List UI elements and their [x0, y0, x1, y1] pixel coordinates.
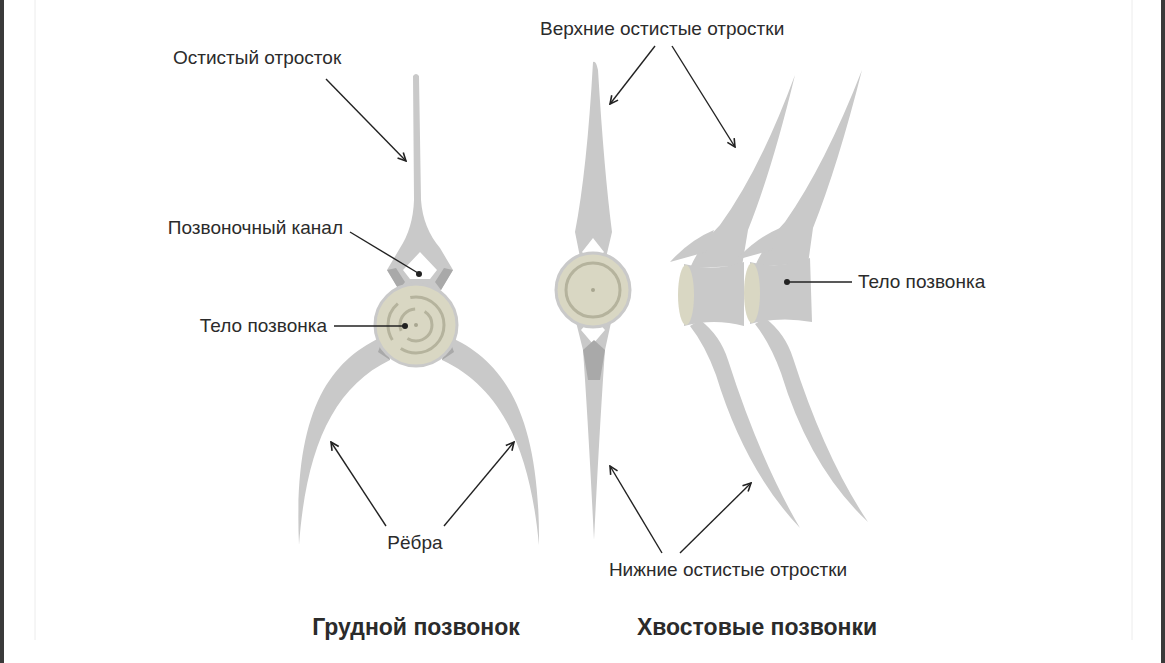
caudal-vertebra-front [556, 62, 630, 540]
frame-line [35, 0, 36, 640]
leader-line [610, 46, 655, 104]
part-label: Остистый отросток [173, 47, 341, 70]
growth-ring [388, 297, 444, 353]
growth-ring [400, 309, 432, 341]
lower-spine [755, 318, 868, 522]
frame-edge [0, 0, 4, 663]
part-label: Тело позвонка [858, 271, 985, 294]
vertebral-body [375, 284, 457, 366]
leader-line [610, 466, 662, 553]
spinous-process [387, 74, 453, 290]
part-label: Рёбра [387, 532, 442, 555]
zygapophysis [670, 230, 714, 262]
frame-line [1132, 0, 1133, 640]
spine-shadow [583, 340, 605, 380]
leader-line [350, 232, 418, 273]
leader-lines [326, 46, 852, 553]
figure-caption: Хвостовые позвонки [637, 614, 877, 642]
upper-spine [575, 62, 612, 262]
leader-dot [784, 279, 790, 285]
rib [298, 336, 390, 545]
caudal-vertebra-side [736, 70, 868, 522]
growth-ring [566, 263, 620, 317]
part-label: Верхние остистые отростки [540, 18, 784, 41]
leader-line [680, 483, 751, 553]
part-label: Тело позвонка [200, 315, 327, 338]
body-center [414, 323, 418, 327]
figure-caption: Грудной позвонок [312, 614, 520, 642]
leader-line [334, 325, 404, 326]
leader-dot [416, 271, 422, 277]
lower-spine [575, 318, 612, 540]
zygapophysis [736, 228, 780, 260]
body-face [678, 265, 694, 325]
body-face [744, 263, 760, 323]
leader-dot [402, 323, 408, 329]
rib [442, 336, 539, 545]
part-label: Нижние остистые отростки [609, 559, 847, 582]
body-center [591, 288, 595, 292]
frame-edge [1161, 0, 1165, 663]
part-label: Позвоночный канал [168, 217, 343, 240]
leader-line [672, 46, 735, 147]
vertebral-body [556, 253, 630, 327]
leader-line [788, 281, 852, 282]
thoracic-vertebra [298, 74, 539, 545]
leader-line [331, 442, 386, 526]
leader-line [326, 79, 406, 161]
leader-line [444, 442, 514, 526]
leader-dots [402, 271, 790, 329]
